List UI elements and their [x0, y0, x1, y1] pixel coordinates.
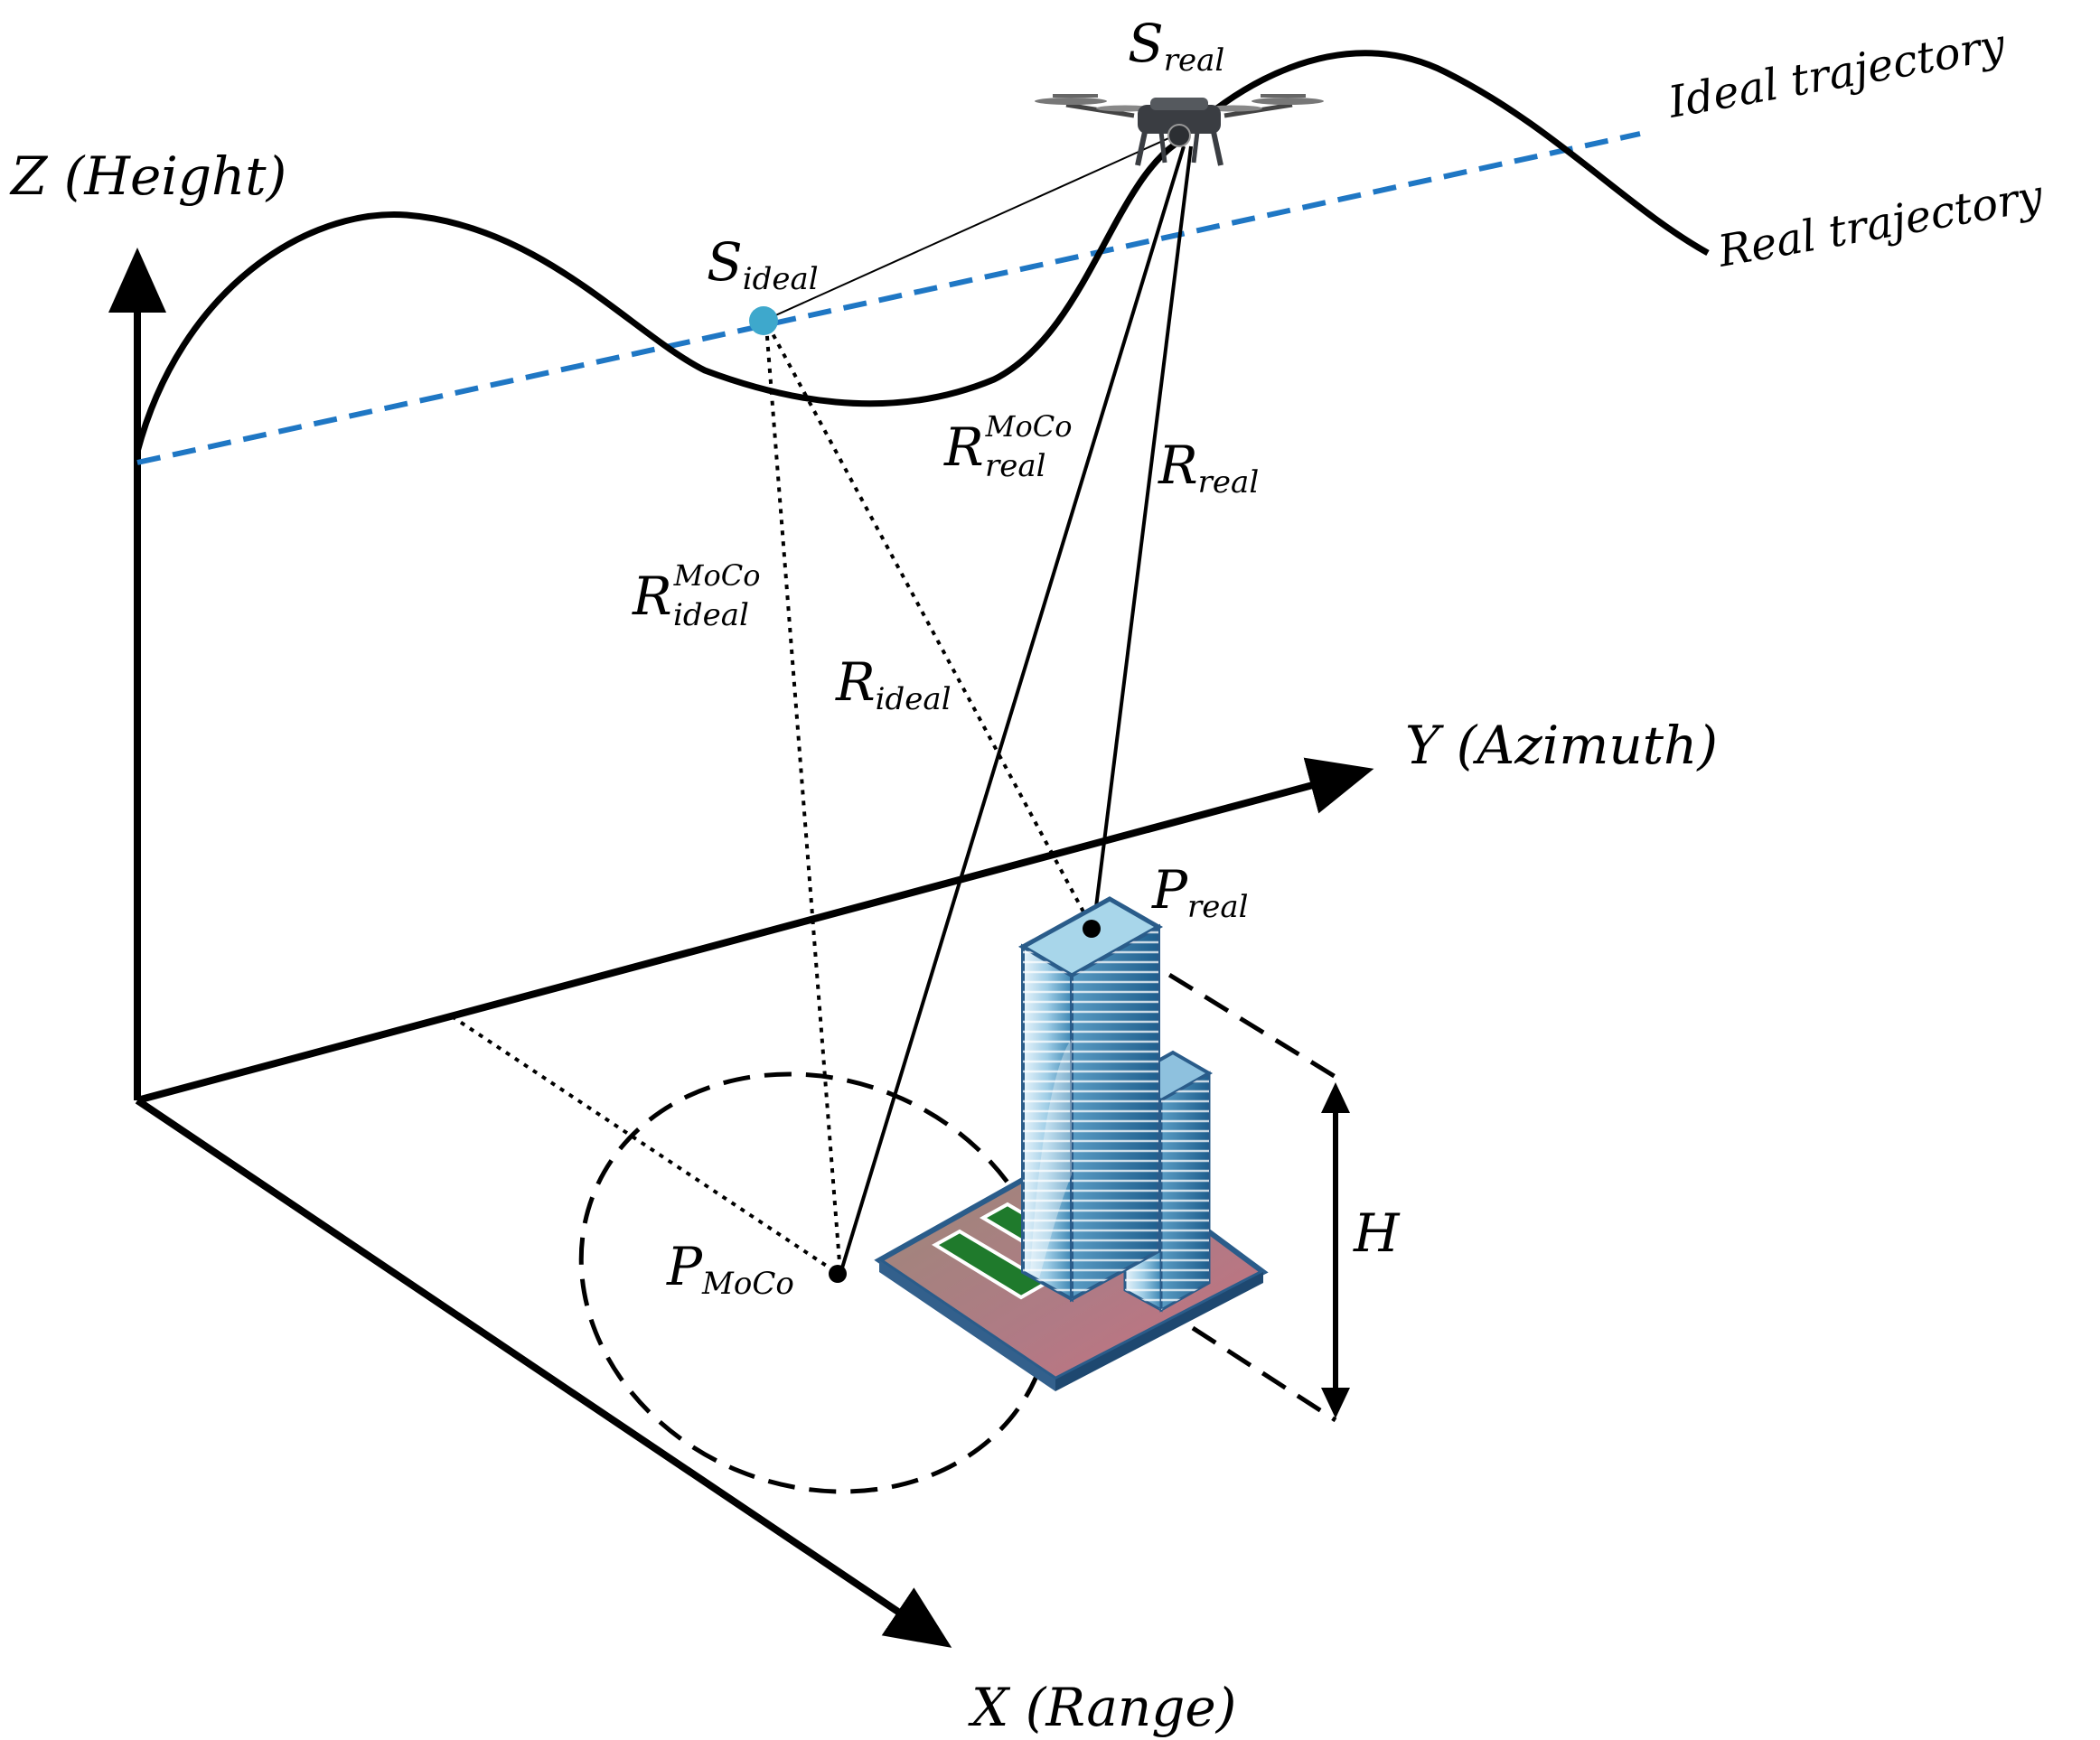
x-axis-label: X (Range): [968, 1677, 1236, 1738]
s-real-label: Sreal: [1128, 13, 1224, 79]
y-axis-label: Y (Azimuth): [1405, 715, 1718, 776]
p-moco-label: PMoCo: [666, 1236, 794, 1302]
s-ideal-label: Sideal: [707, 231, 819, 297]
r-ideal-moco-label: RMoCo: [632, 558, 760, 627]
building-icon: [874, 896, 1269, 1391]
height-label: H: [1353, 1202, 1401, 1264]
z-axis-label: Z (Height): [9, 145, 286, 207]
projection-line: [450, 1015, 840, 1276]
r-ideal-moco-sub: ideal: [673, 597, 749, 633]
r-real-moco-sub: real: [985, 448, 1046, 484]
real-trajectory-label: Real trajectory: [1713, 170, 2047, 277]
drone-icon: [1035, 94, 1324, 166]
p-real-point: [1083, 920, 1101, 938]
r-real-moco-label: RMoCo: [943, 409, 1072, 478]
r-ideal-moco-line: [764, 324, 842, 1275]
r-real-label: Rreal: [1158, 435, 1259, 500]
p-moco-point: [829, 1265, 847, 1283]
r-ideal-label: Rideal: [835, 651, 952, 717]
ideal-trajectory: [136, 131, 1641, 465]
height-dimension: [1132, 950, 1350, 1423]
r-real-line: [1092, 145, 1193, 930]
x-axis: [135, 1097, 952, 1648]
r-real-moco-line: [839, 145, 1186, 1275]
real-trajectory: [134, 50, 1710, 453]
y-axis: [136, 757, 1374, 1104]
s-ideal-point: [749, 306, 778, 335]
sensor-offset-line: [763, 135, 1176, 322]
range-lines: [450, 135, 1193, 1276]
p-real-label: Preal: [1151, 859, 1249, 925]
ideal-trajectory-label: Ideal trajectory: [1664, 19, 2009, 128]
